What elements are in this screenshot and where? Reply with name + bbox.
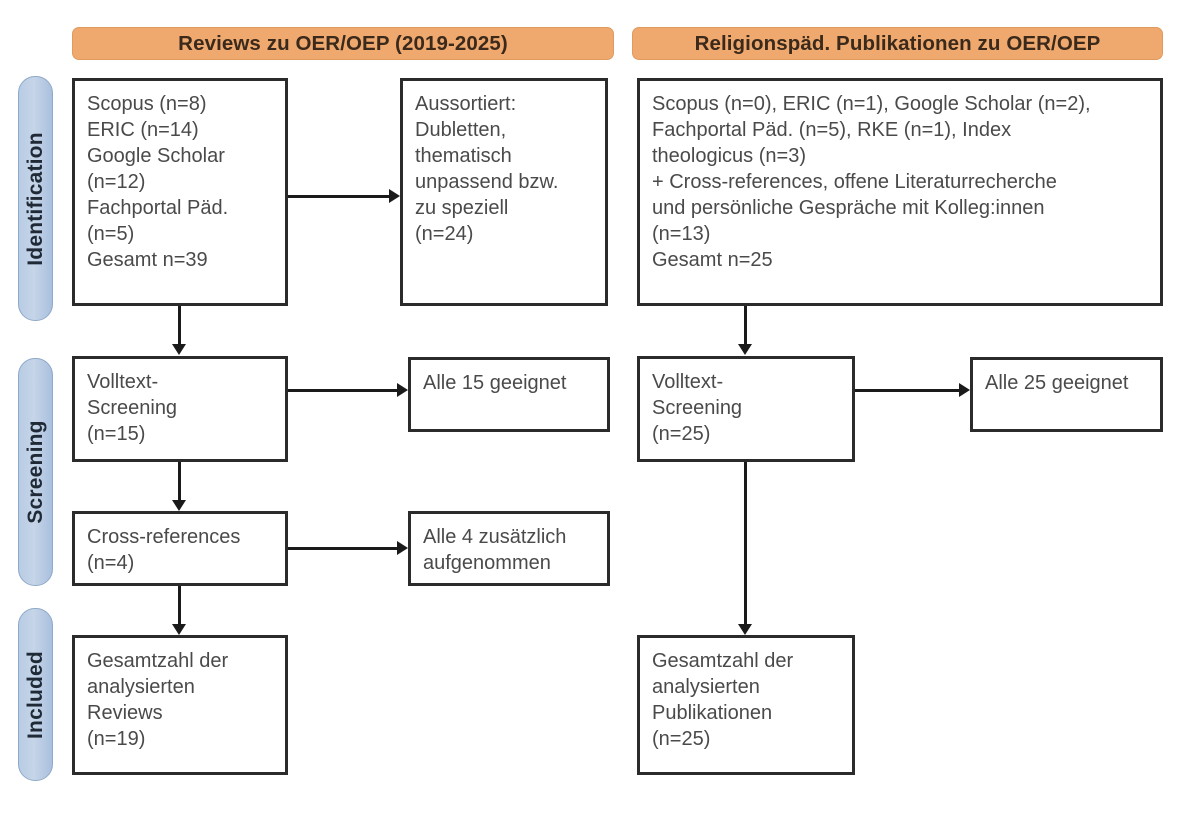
box-line: Dubletten, bbox=[415, 119, 507, 141]
box-line: Gesamtzahl der bbox=[652, 650, 794, 672]
connector-right-screening-to-included bbox=[744, 462, 747, 624]
box-left-crossreferences: Cross-references (n=4) bbox=[72, 511, 288, 586]
box-line: Gesamt n=25 bbox=[652, 249, 773, 271]
arrowhead-left-screening-to-suitable bbox=[397, 383, 408, 397]
box-left-included-total: Gesamtzahl der analysierten Reviews (n=1… bbox=[72, 635, 288, 775]
box-line: Aussortiert: bbox=[415, 93, 517, 115]
box-line: analysierten bbox=[87, 676, 195, 698]
stage-pill-identification: Identification bbox=[18, 76, 53, 321]
arrowhead-left-screening-to-crossrefs bbox=[172, 500, 186, 511]
box-line: Fachportal Päd. bbox=[87, 197, 229, 219]
connector-right-screening-to-suitable bbox=[855, 389, 959, 392]
box-line: ERIC (n=14) bbox=[87, 119, 199, 141]
box-line: Google Scholar bbox=[87, 145, 225, 167]
box-line: Alle 15 geeignet bbox=[423, 372, 567, 394]
arrowhead-left-sources-to-excluded bbox=[389, 189, 400, 203]
box-line: Scopus (n=8) bbox=[87, 93, 207, 115]
arrowhead-right-sources-to-screening bbox=[738, 344, 752, 355]
arrowhead-right-screening-to-included bbox=[738, 624, 752, 635]
box-line: Alle 4 zusätzlich bbox=[423, 526, 567, 548]
box-line: aufgenommen bbox=[423, 552, 551, 574]
box-right-fulltext-screening: Volltext- Screening (n=25) bbox=[637, 356, 855, 462]
stage-label-screening: Screening bbox=[23, 420, 47, 524]
box-line: (n=5) bbox=[87, 223, 135, 245]
column-header-publications: Religionspäd. Publikationen zu OER/OEP bbox=[632, 27, 1163, 60]
box-line: Gesamtzahl der bbox=[87, 650, 229, 672]
box-line: (n=19) bbox=[87, 728, 146, 750]
connector-left-screening-to-suitable bbox=[288, 389, 397, 392]
box-line: theologicus (n=3) bbox=[652, 145, 806, 167]
box-line: (n=15) bbox=[87, 423, 146, 445]
connector-left-sources-to-excluded bbox=[288, 195, 389, 198]
box-line: und persönliche Gespräche mit Kolleg:inn… bbox=[652, 197, 1045, 219]
box-left-identification-excluded: Aussortiert: Dubletten, thematisch unpas… bbox=[400, 78, 608, 306]
column-header-reviews: Reviews zu OER/OEP (2019-2025) bbox=[72, 27, 614, 60]
box-line: Volltext- bbox=[87, 371, 159, 393]
box-line: Cross-references bbox=[87, 526, 241, 548]
stage-pill-included: Included bbox=[18, 608, 53, 781]
arrowhead-left-crossrefs-to-added bbox=[397, 541, 408, 555]
box-line: thematisch bbox=[415, 145, 512, 167]
box-left-fulltext-screening: Volltext- Screening (n=15) bbox=[72, 356, 288, 462]
box-left-crossreferences-added: Alle 4 zusätzlich aufgenommen bbox=[408, 511, 610, 586]
box-line: (n=13) bbox=[652, 223, 711, 245]
box-line: + Cross-references, offene Literaturrech… bbox=[652, 171, 1057, 193]
arrowhead-left-crossrefs-to-included bbox=[172, 624, 186, 635]
connector-left-crossrefs-to-included bbox=[178, 586, 181, 624]
box-line: analysierten bbox=[652, 676, 760, 698]
box-line: (n=25) bbox=[652, 728, 711, 750]
box-right-included-total: Gesamtzahl der analysierten Publikatione… bbox=[637, 635, 855, 775]
stage-pill-screening: Screening bbox=[18, 358, 53, 586]
arrowhead-right-screening-to-suitable bbox=[959, 383, 970, 397]
box-line: Alle 25 geeignet bbox=[985, 372, 1129, 394]
connector-left-screening-to-crossrefs bbox=[178, 462, 181, 500]
box-line: Screening bbox=[652, 397, 743, 419]
box-line: (n=4) bbox=[87, 552, 135, 574]
box-line: unpassend bzw. bbox=[415, 171, 559, 193]
box-line: Reviews bbox=[87, 702, 163, 724]
box-right-all-suitable: Alle 25 geeignet bbox=[970, 357, 1163, 432]
connector-right-sources-to-screening bbox=[744, 306, 747, 344]
box-line: (n=24) bbox=[415, 223, 474, 245]
box-left-all-suitable: Alle 15 geeignet bbox=[408, 357, 610, 432]
box-line: Scopus (n=0), ERIC (n=1), Google Scholar… bbox=[652, 93, 1091, 115]
box-left-identification-sources: Scopus (n=8) ERIC (n=14) Google Scholar … bbox=[72, 78, 288, 306]
box-right-identification-sources: Scopus (n=0), ERIC (n=1), Google Scholar… bbox=[637, 78, 1163, 306]
box-line: (n=25) bbox=[652, 423, 711, 445]
box-line: Fachportal Päd. (n=5), RKE (n=1), Index bbox=[652, 119, 1012, 141]
connector-left-sources-to-screening bbox=[178, 306, 181, 344]
box-line: Volltext- bbox=[652, 371, 724, 393]
connector-left-crossrefs-to-added bbox=[288, 547, 397, 550]
arrowhead-left-sources-to-screening bbox=[172, 344, 186, 355]
box-line: Gesamt n=39 bbox=[87, 249, 208, 271]
box-line: Screening bbox=[87, 397, 178, 419]
box-line: zu speziell bbox=[415, 197, 509, 219]
stage-label-included: Included bbox=[23, 650, 47, 739]
stage-label-identification: Identification bbox=[23, 131, 47, 266]
box-line: (n=12) bbox=[87, 171, 146, 193]
box-line: Publikationen bbox=[652, 702, 773, 724]
